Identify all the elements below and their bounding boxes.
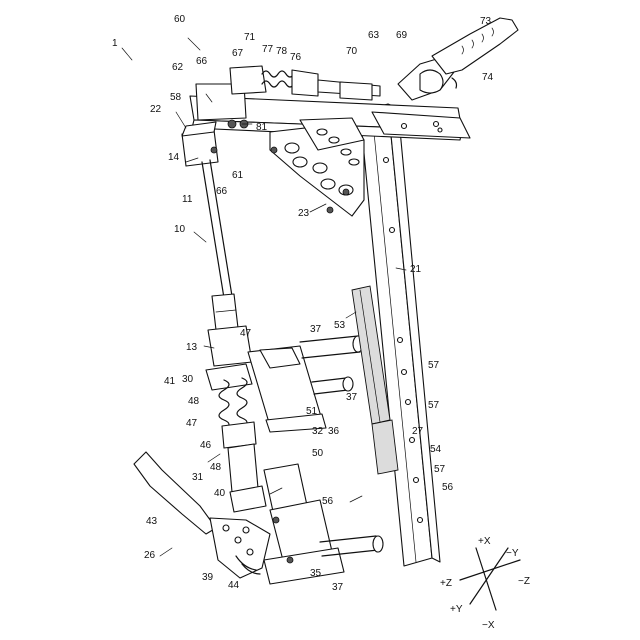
- label-70: 70: [346, 46, 358, 57]
- label-39: 39: [202, 572, 214, 583]
- label-27: 27: [412, 426, 424, 437]
- label-26: 26: [144, 550, 156, 561]
- label-50: 50: [312, 448, 324, 459]
- label-57-a: 57: [428, 360, 440, 371]
- label-37-b: 37: [346, 392, 358, 403]
- rod: [202, 160, 232, 298]
- axis-label-minus-y: −Y: [506, 548, 519, 559]
- axis-label-minus-x: −X: [482, 620, 495, 631]
- label-46: 46: [200, 440, 212, 451]
- axis-label-plus-x: +X: [478, 536, 491, 547]
- label-81: 81: [256, 122, 268, 133]
- label-11: 11: [182, 194, 193, 205]
- label-23: 23: [298, 208, 310, 219]
- label-37-a: 37: [310, 324, 322, 335]
- label-56-b: 56: [322, 496, 334, 507]
- label-48-b: 48: [210, 462, 222, 473]
- label-36: 36: [328, 426, 340, 437]
- label-30: 30: [182, 374, 194, 385]
- label-35: 35: [310, 568, 322, 579]
- label-40: 40: [214, 488, 226, 499]
- label-54: 54: [430, 444, 442, 455]
- label-66-top: 66: [196, 56, 208, 67]
- label-56-a: 56: [442, 482, 454, 493]
- label-44: 44: [228, 580, 240, 591]
- label-69: 69: [396, 30, 408, 41]
- label-37-c: 37: [332, 582, 344, 593]
- label-32: 32: [312, 426, 324, 437]
- label-74: 74: [482, 72, 494, 83]
- label-66-mid: 66: [216, 186, 228, 197]
- label-51: 51: [306, 406, 318, 417]
- label-77: 77: [262, 44, 274, 55]
- label-31: 31: [192, 472, 204, 483]
- label-58: 58: [170, 92, 182, 103]
- top-lever-handle: [398, 18, 518, 100]
- label-62: 62: [172, 62, 184, 73]
- left-column-block: [182, 122, 218, 166]
- axis-labels: +X −Y +Z −Z +Y −X: [440, 536, 530, 631]
- axis-label-plus-y: +Y: [450, 604, 463, 615]
- label-57-b: 57: [428, 400, 440, 411]
- label-63: 63: [368, 30, 380, 41]
- label-76: 76: [290, 52, 302, 63]
- label-57-c: 57: [434, 464, 446, 475]
- label-47-a: 47: [240, 328, 252, 339]
- label-22: 22: [150, 104, 162, 115]
- label-1: 1: [112, 38, 118, 49]
- label-14: 14: [168, 152, 180, 163]
- label-43: 43: [146, 516, 158, 527]
- label-53: 53: [334, 320, 346, 331]
- label-13: 13: [186, 342, 198, 353]
- label-48-a: 48: [188, 396, 200, 407]
- angle-bracket: [270, 118, 364, 216]
- axis-label-minus-z: −Z: [518, 576, 530, 587]
- label-41: 41: [164, 376, 176, 387]
- label-10: 10: [174, 224, 186, 235]
- label-67: 67: [232, 48, 244, 59]
- label-71: 71: [244, 32, 256, 43]
- label-73: 73: [480, 16, 492, 27]
- label-78: 78: [276, 46, 288, 57]
- label-21: 21: [410, 264, 422, 275]
- label-61: 61: [232, 170, 244, 181]
- axis-label-plus-z: +Z: [440, 578, 452, 589]
- label-47-b: 47: [186, 418, 198, 429]
- label-60: 60: [174, 14, 186, 25]
